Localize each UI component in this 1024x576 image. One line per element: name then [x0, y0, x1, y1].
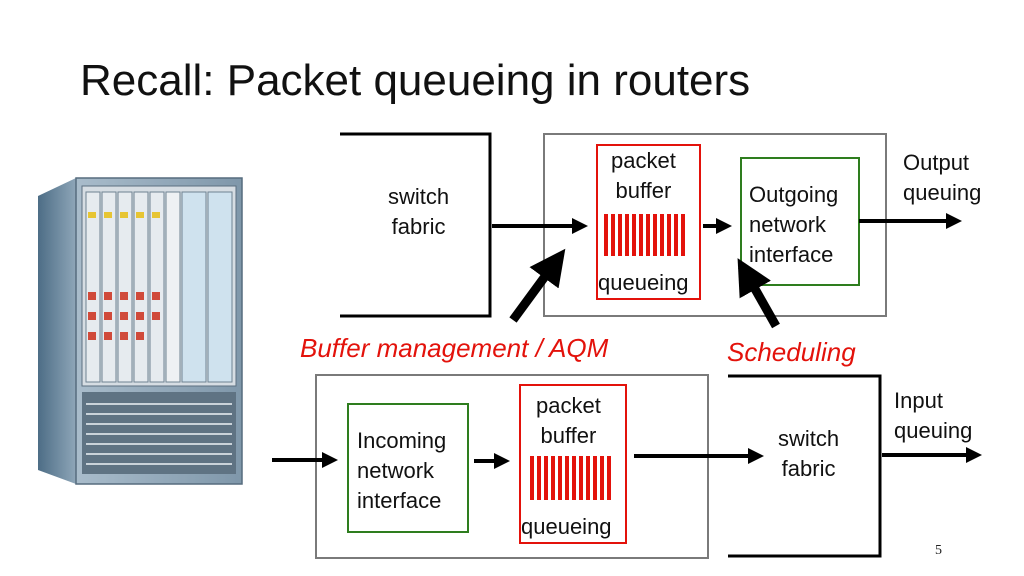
- output-queuing-label: Output queuing: [903, 150, 982, 205]
- input-queuing-label: Input queuing: [894, 388, 973, 443]
- switch-fabric-bracket-input: [728, 374, 882, 558]
- incoming-interface-box: [347, 403, 469, 533]
- scheduling-label: Scheduling: [727, 337, 856, 367]
- output-buffer-bars: [604, 214, 685, 256]
- page-number: 5: [935, 543, 942, 558]
- output-queueing-label: queueing: [598, 270, 689, 295]
- slide-title: Recall: Packet queueing in routers: [80, 56, 751, 105]
- input-queueing-label: queueing: [521, 514, 612, 539]
- input-packet-buffer-box: [519, 384, 627, 544]
- output-packet-buffer-label: packet buffer: [611, 148, 676, 203]
- outgoing-interface-label: Outgoing network interface: [749, 182, 839, 267]
- input-port-box: [315, 374, 709, 559]
- arrow-scheduling: [737, 258, 780, 329]
- incoming-interface-label: Incoming network interface: [357, 428, 447, 513]
- arrow-buffer-management: [509, 248, 566, 323]
- input-buffer-bars: [530, 456, 611, 500]
- output-switch-fabric-label: switch fabric: [388, 184, 450, 239]
- output-packet-buffer-box: [596, 144, 701, 300]
- input-switch-fabric-label: switch fabric: [778, 426, 840, 481]
- input-packet-buffer-label: packet buffer: [536, 393, 601, 448]
- switch-fabric-bracket-output: [340, 132, 492, 318]
- buffer-management-label: Buffer management / AQM: [300, 333, 609, 363]
